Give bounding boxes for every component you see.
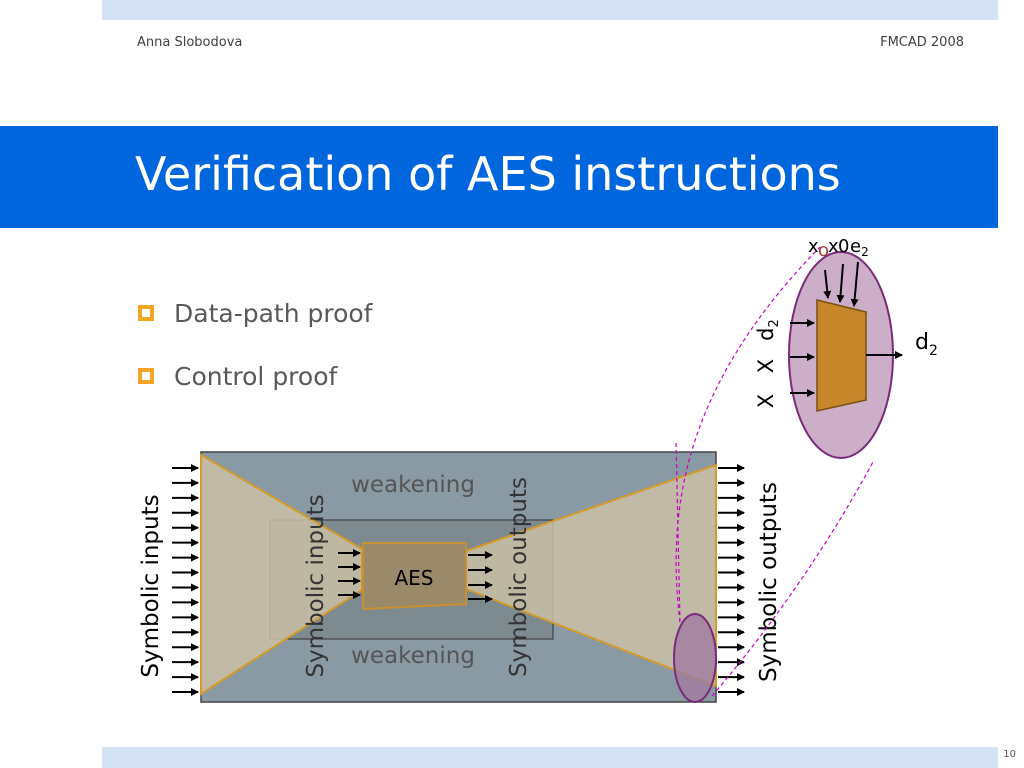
small-selection-oval	[673, 613, 717, 703]
symbolic-inputs-inner-label: Symbolic inputs	[303, 494, 329, 677]
aes-output-arrows	[468, 551, 493, 603]
mux-side-x1-label: X	[754, 394, 778, 408]
symbolic-inputs-outer-label: Symbolic inputs	[138, 494, 164, 677]
bullet-square-icon	[138, 305, 154, 321]
bullet-item-datapath: Data-path proof	[138, 296, 373, 330]
mux-side-x2-label: X	[754, 359, 778, 373]
symbolic-outputs-outer-label: Symbolic outputs	[756, 482, 782, 682]
mux-output-label: d2	[915, 330, 938, 359]
page-number: 10	[1003, 749, 1016, 760]
mux-side-d-label: d2	[754, 319, 782, 341]
weakening-bottom-label: weakening	[351, 643, 475, 669]
bullet-text: Data-path proof	[174, 298, 373, 328]
bullet-text: Control proof	[174, 361, 338, 391]
zoom-connector-lines	[675, 246, 874, 697]
author-name: Anna Slobodova	[137, 35, 243, 50]
symbolic-outputs-inner-label: Symbolic outputs	[506, 477, 532, 677]
mux-top-x2-label: x	[828, 236, 839, 257]
title-bar	[0, 126, 998, 228]
slide-title: Verification of AES instructions	[135, 147, 841, 201]
bullet-list: Data-path proof Control proof	[138, 296, 373, 422]
mux-top-x-label: x	[808, 236, 819, 257]
mux-top-e-label: e2	[850, 236, 869, 259]
weakening-top-label: weakening	[351, 472, 475, 498]
bottom-band	[102, 747, 998, 768]
bullet-item-control: Control proof	[138, 359, 373, 393]
symbolic-output-arrows	[718, 464, 745, 696]
mux-top-o-label: o	[818, 240, 829, 261]
symbolic-input-arrows	[172, 464, 199, 696]
mux-arrows	[790, 261, 903, 397]
aes-box	[362, 542, 467, 611]
top-band	[102, 0, 998, 20]
aes-input-arrows	[338, 549, 361, 599]
mux-top-0-label: 0	[838, 236, 849, 257]
conference-name: FMCAD 2008	[880, 35, 964, 50]
mux-block	[816, 299, 867, 412]
bullet-square-icon	[138, 368, 154, 384]
aes-label: AES	[394, 566, 433, 590]
mux-top-labels: x o x 0 e2	[808, 236, 869, 261]
